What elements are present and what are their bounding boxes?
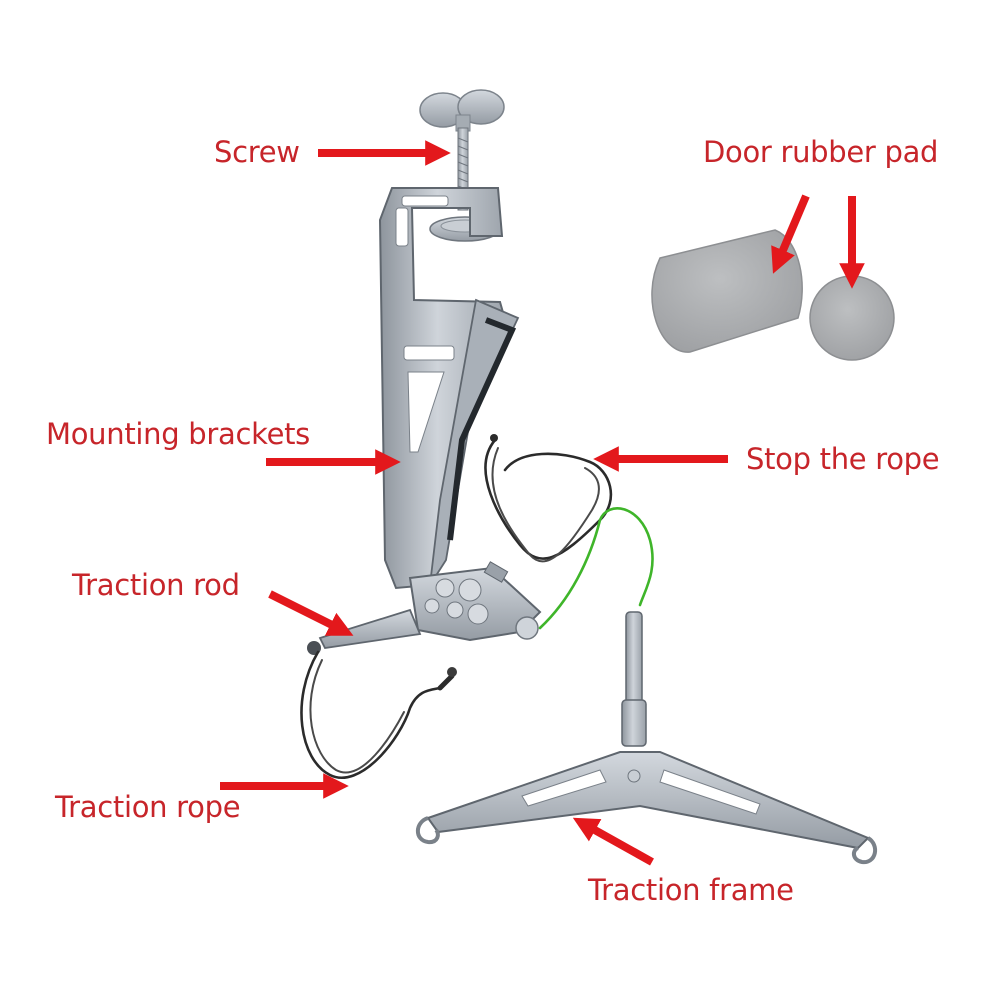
mounting-bracket-part bbox=[378, 187, 520, 590]
label-mounting-brackets: Mounting brackets bbox=[46, 417, 310, 451]
traction-rod-part bbox=[307, 561, 542, 655]
arrow-traction-rod bbox=[268, 590, 354, 636]
label-traction-frame: Traction frame bbox=[588, 873, 794, 907]
rope-lines bbox=[300, 434, 654, 779]
label-traction-rod: Traction rod bbox=[72, 568, 240, 602]
label-stop-the-rope: Stop the rope bbox=[746, 442, 940, 476]
label-traction-rope: Traction rope bbox=[55, 790, 241, 824]
door-rubber-pad-part bbox=[651, 229, 895, 361]
arrow-pad-left bbox=[771, 194, 810, 274]
callout-arrows bbox=[220, 140, 865, 866]
label-screw: Screw bbox=[214, 135, 300, 169]
arrow-traction-frame bbox=[572, 817, 654, 866]
label-door-rubber-pad: Door rubber pad bbox=[703, 135, 939, 169]
traction-frame-part bbox=[415, 611, 878, 865]
